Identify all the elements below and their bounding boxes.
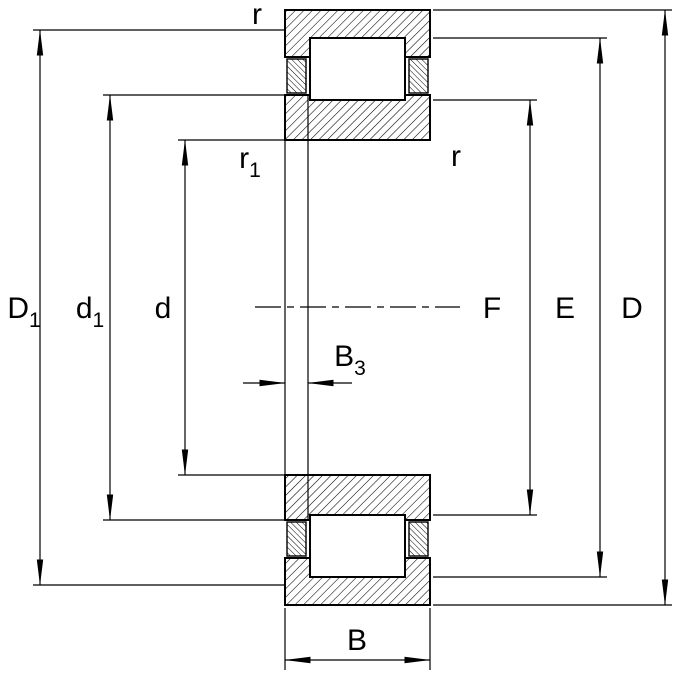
bearing-section-top: [284, 9, 431, 141]
label-r-right: r: [451, 140, 461, 173]
label-r-top: r: [252, 0, 262, 31]
bearing-section-bottom: [284, 474, 431, 606]
label-F: F: [483, 292, 501, 325]
label-D: D: [621, 292, 643, 325]
label-d1: d1: [76, 292, 104, 332]
cage-bar-top-left: [286, 58, 307, 94]
roller-top: [309, 37, 406, 101]
label-B: B: [347, 624, 367, 657]
dimension-labels: r r1 r D1 d1 d B3 F E D B: [7, 0, 643, 657]
inner-ring-bottom: [284, 474, 431, 521]
label-r1: r1: [239, 142, 261, 182]
dimension-lines: [36, 9, 669, 664]
label-D1: D1: [7, 292, 40, 332]
cage-bar-bottom-right: [408, 521, 429, 557]
label-E: E: [555, 292, 575, 325]
label-d: d: [155, 292, 172, 325]
inner-ring-top: [284, 94, 431, 141]
extension-lines: [33, 9, 672, 670]
roller-bottom: [309, 514, 406, 578]
label-B3: B3: [334, 340, 366, 380]
cage-bar-bottom-left: [286, 521, 307, 557]
cage-bar-top-right: [408, 58, 429, 94]
